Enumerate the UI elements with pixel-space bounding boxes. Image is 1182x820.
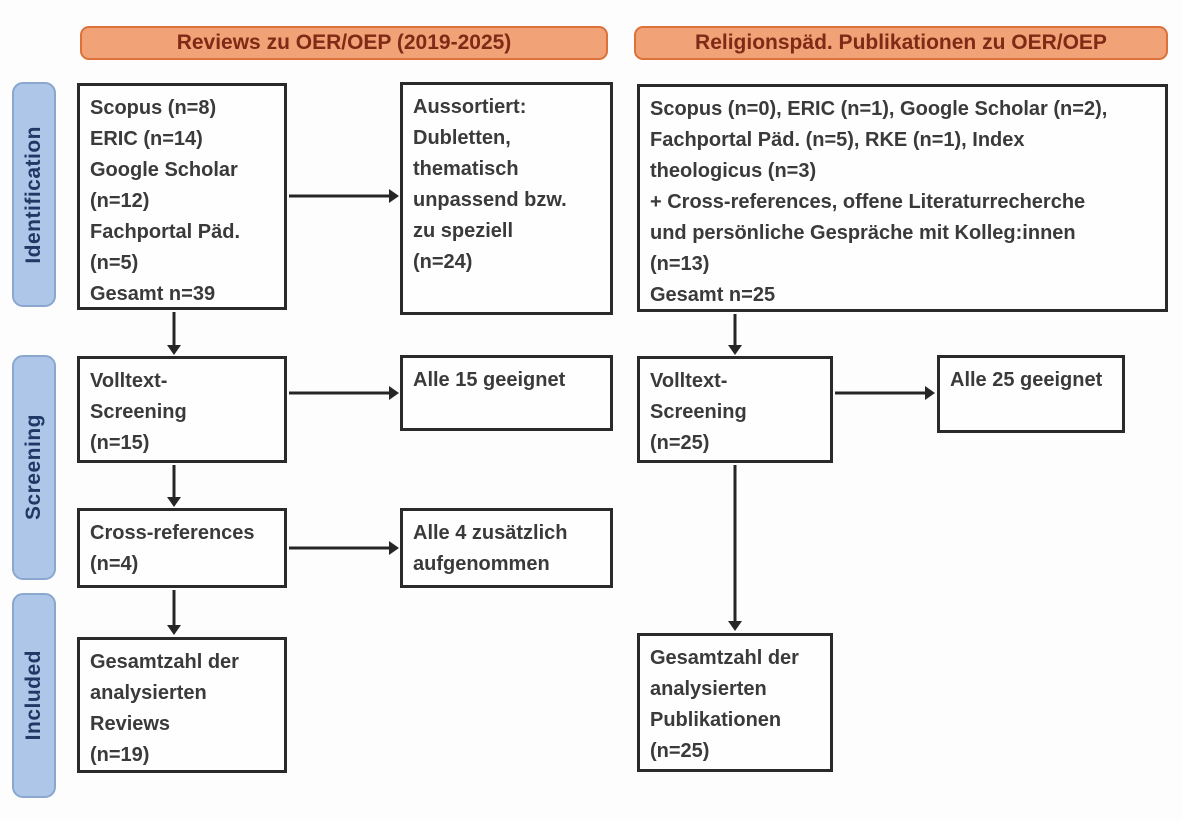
arrow-left-fulltext-to-result — [289, 386, 399, 400]
box-right-fulltext-screening: Volltext- Screening (n=25) — [637, 356, 833, 463]
box-text-line: Reviews — [90, 713, 171, 735]
box-text-line: zu speziell — [413, 220, 514, 242]
box-text-line: (n=5) — [90, 252, 139, 274]
stage-label-screening-text: Screening — [22, 414, 45, 521]
stage-label-included: Included — [12, 593, 56, 798]
arrow-right-fulltext-to-included — [728, 465, 742, 631]
box-text-line: Alle 15 geeignet — [413, 369, 566, 391]
arrow-left-sources-to-fulltext — [167, 312, 181, 355]
box-text-line: aufgenommen — [413, 553, 550, 575]
box-text-line: Volltext- — [90, 370, 168, 392]
box-text-line: Gesamt n=25 — [650, 284, 776, 306]
column-header-reviews: Reviews zu OER/OEP (2019-2025) — [80, 26, 608, 60]
box-left-fulltext-result: Alle 15 geeignet — [400, 355, 613, 431]
box-text-line: Dubletten, — [413, 127, 511, 149]
box-text-line: Gesamtzahl der — [90, 651, 239, 673]
stage-label-screening: Screening — [12, 355, 56, 580]
box-text-line: Gesamtzahl der — [650, 647, 799, 669]
box-text-line: unpassend bzw. — [413, 189, 567, 211]
box-text-line: Alle 25 geeignet — [950, 369, 1103, 391]
box-text-line: theologicus (n=3) — [650, 160, 817, 182]
box-text-line: (n=25) — [650, 432, 710, 454]
arrow-left-fulltext-to-crossref — [167, 465, 181, 507]
stage-label-identification: Identification — [12, 82, 56, 307]
box-text-line: Google Scholar — [90, 159, 238, 181]
box-text-line: Fachportal Päd. — [90, 221, 241, 243]
arrow-right-fulltext-to-result — [835, 386, 935, 400]
box-text-line: Screening — [90, 401, 187, 423]
box-text-line: Volltext- — [650, 370, 728, 392]
box-text-line: analysierten — [650, 678, 767, 700]
box-text-line: Fachportal Päd. (n=5), RKE (n=1), Index — [650, 129, 1025, 151]
box-text-line: (n=4) — [90, 553, 139, 575]
box-text-line: ERIC (n=14) — [90, 128, 203, 150]
box-text-line: + Cross-references, offene Literaturrech… — [650, 191, 1086, 213]
box-text-line: (n=15) — [90, 432, 150, 454]
box-left-crossreferences: Cross-references (n=4) — [77, 508, 287, 588]
arrow-left-crossref-to-result — [289, 541, 399, 555]
box-left-sources: Scopus (n=8) ERIC (n=14) Google Scholar (n=… — [77, 83, 287, 310]
box-right-sources: Scopus (n=0), ERIC (n=1), Google Scholar… — [637, 84, 1168, 312]
box-text-line: Publikationen — [650, 709, 782, 731]
box-text-line: (n=13) — [650, 253, 710, 275]
box-text-line: Screening — [650, 401, 747, 423]
stage-label-included-text: Included — [22, 650, 45, 741]
box-text-line: Scopus (n=8) — [90, 97, 217, 119]
box-text-line: (n=24) — [413, 251, 473, 273]
column-header-religionspaed: Religionspäd. Publikationen zu OER/OEP — [634, 26, 1168, 60]
arrow-left-sources-to-excluded — [289, 189, 399, 203]
box-text-line: analysierten — [90, 682, 207, 704]
box-text-line: und persönliche Gespräche mit Kolleg:inn… — [650, 222, 1076, 244]
arrow-right-sources-to-fulltext — [728, 314, 742, 355]
box-text-line: Aussortiert: — [413, 96, 527, 118]
box-text-line: Gesamt n=39 — [90, 283, 216, 305]
box-left-crossref-result: Alle 4 zusätzlich aufgenommen — [400, 508, 613, 588]
box-text-line: Cross-references — [90, 522, 255, 544]
box-text-line: (n=25) — [650, 740, 710, 762]
box-text-line: (n=19) — [90, 744, 150, 766]
box-left-fulltext-screening: Volltext- Screening (n=15) — [77, 356, 287, 463]
box-text-line: (n=12) — [90, 190, 150, 212]
stage-label-identification-text: Identification — [22, 125, 45, 264]
arrow-left-crossref-to-included — [167, 590, 181, 635]
box-text-line: Scopus (n=0), ERIC (n=1), Google Scholar… — [650, 98, 1108, 120]
box-left-excluded: Aussortiert: Dubletten, thematisch unpassen… — [400, 82, 613, 315]
box-text-line: thematisch — [413, 158, 519, 180]
box-right-fulltext-result: Alle 25 geeignet — [937, 355, 1125, 433]
box-text-line: Alle 4 zusätzlich — [413, 522, 568, 544]
